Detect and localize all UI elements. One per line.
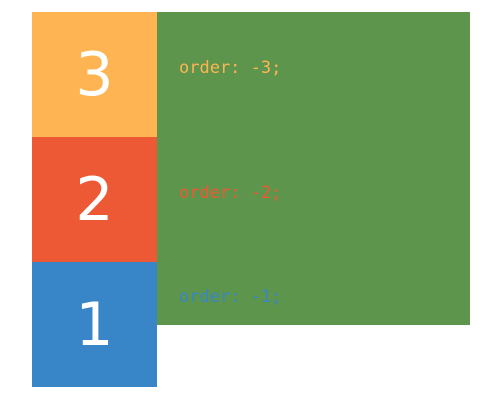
flex-item-3: 3 bbox=[32, 12, 157, 137]
flex-item-2: 2 bbox=[32, 137, 157, 262]
code-label-order-2: order: -2; bbox=[179, 183, 282, 203]
code-panel bbox=[157, 12, 470, 325]
code-label-order-1: order: -1; bbox=[179, 287, 282, 307]
code-label-order-3: order: -3; bbox=[179, 58, 282, 78]
item-number: 1 bbox=[75, 289, 114, 360]
item-number: 3 bbox=[75, 39, 114, 110]
flex-item-1: 1 bbox=[32, 262, 157, 387]
item-number: 2 bbox=[75, 164, 114, 235]
